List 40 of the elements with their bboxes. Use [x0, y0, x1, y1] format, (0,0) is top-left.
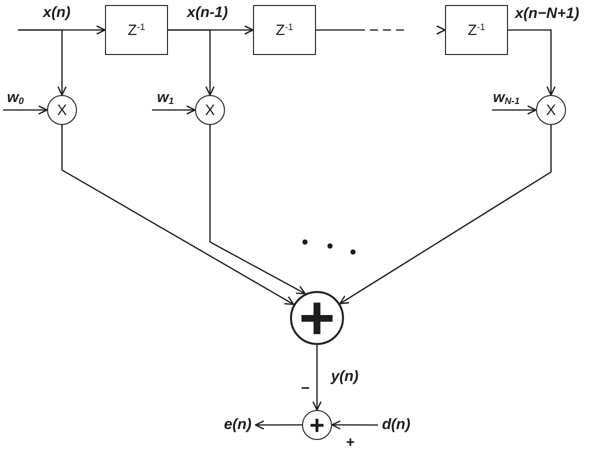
arrow — [312, 345, 322, 411]
delay-block — [253, 5, 316, 55]
delay-label: Z$^{-1}$ — [128, 22, 146, 38]
multiplier-sign: X — [56, 102, 67, 118]
arrow — [254, 420, 302, 430]
arrow — [331, 420, 378, 430]
signal-label: x(n) — [43, 5, 70, 20]
multiplier-circle — [47, 95, 77, 125]
arrow — [3, 105, 48, 115]
signal-label: d(n) — [382, 417, 410, 432]
signal-label: x(n-1) — [187, 5, 228, 20]
arrow — [168, 29, 215, 96]
delay-label: Z$^{-1}$ — [276, 22, 294, 38]
delay-block — [445, 5, 508, 55]
signal-label: x(n−N+1) — [515, 6, 580, 21]
arrow — [508, 29, 556, 96]
arrow — [152, 105, 196, 115]
arrow — [316, 25, 446, 35]
sign-label: − — [301, 381, 310, 396]
plus-sign: + — [298, 302, 336, 334]
delay-block — [105, 5, 168, 55]
multiplier-sign: X — [546, 102, 556, 118]
arrow — [209, 125, 306, 294]
plus-sign: + — [309, 418, 325, 432]
summing-junction — [290, 291, 344, 345]
signal-label: e(n) — [224, 417, 252, 432]
weight-label: w$_{0}$ — [7, 90, 24, 105]
multiplier-circle — [195, 95, 225, 125]
arrow — [61, 125, 294, 306]
weight-label: w$_{N-1}$ — [493, 90, 520, 105]
delay-label: Z$^{-1}$ — [468, 22, 486, 38]
summing-junction — [302, 410, 332, 440]
arrow — [492, 105, 537, 115]
weight-label: w$_{1}$ — [157, 90, 174, 105]
multiplier-circle — [536, 95, 566, 125]
signal-label: y(n) — [331, 369, 358, 384]
arrow — [18, 29, 67, 96]
sign-label: + — [346, 435, 355, 450]
multiplier-sign: X — [204, 102, 215, 118]
arrow — [339, 125, 552, 304]
